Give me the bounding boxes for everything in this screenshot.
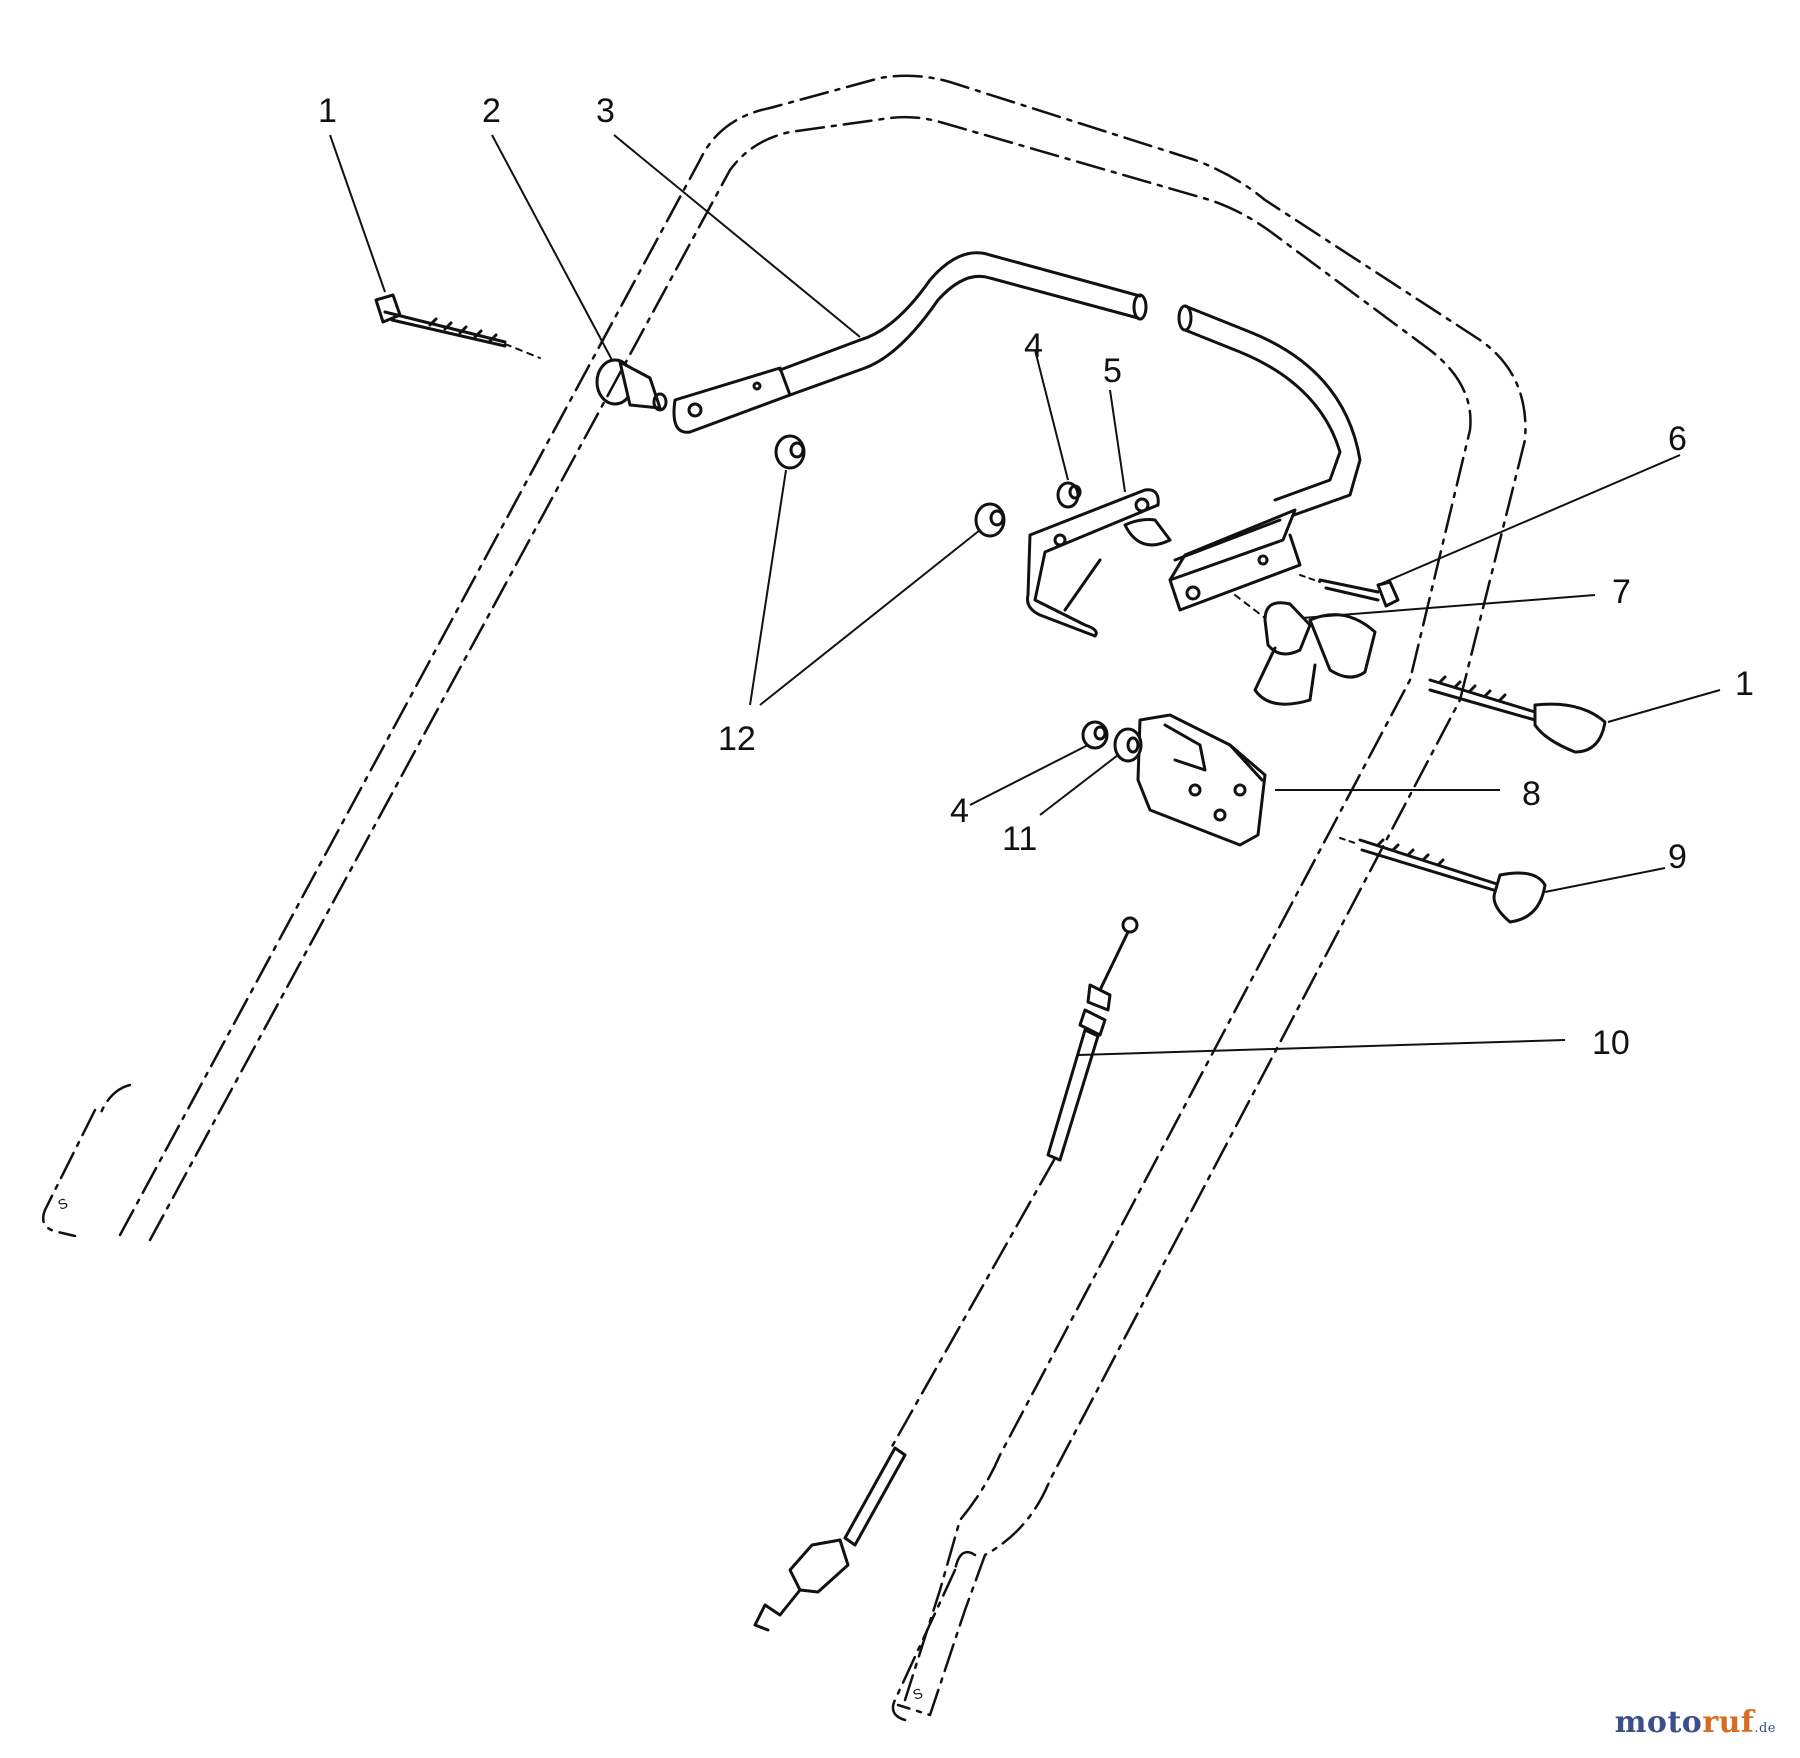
callout-7: 7: [1612, 573, 1631, 611]
callout-11: 11: [1002, 820, 1037, 858]
watermark-part1: moto: [1614, 1705, 1703, 1740]
callout-6: 6: [1668, 420, 1687, 458]
watermark-logo: motoruf.de: [1615, 1705, 1776, 1740]
part-4-nut-lower: [1081, 720, 1109, 750]
svg-text:S: S: [56, 1195, 70, 1213]
watermark-part2: ruf: [1702, 1705, 1755, 1740]
callout-1-left: 1: [318, 92, 337, 130]
part-6-screw: [1299, 574, 1400, 608]
part-7-pivot: [1234, 594, 1377, 706]
svg-text:S: S: [911, 1685, 925, 1703]
part-12-nut-left: [774, 434, 806, 470]
callout-8: 8: [1522, 775, 1541, 813]
callout-1-right: 1: [1735, 665, 1754, 703]
leader-lines: [329, 134, 1721, 1056]
callout-2: 2: [482, 92, 501, 130]
part-4-nut-upper: [1056, 481, 1082, 509]
part-8-latch: [1136, 713, 1267, 847]
callout-3: 3: [596, 92, 615, 130]
part-3-shift-bail: [672, 251, 1362, 612]
part-1-bolt-right: [1428, 675, 1607, 754]
callout-5: 5: [1103, 352, 1122, 390]
callout-12: 12: [718, 720, 756, 758]
part-5-bracket: [1026, 488, 1172, 638]
callout-4-upper: 4: [1024, 327, 1043, 365]
part-10-cable: [753, 916, 1139, 1632]
handle-frame: [41, 74, 1527, 1722]
callout-9: 9: [1668, 838, 1687, 876]
watermark-part3: .de: [1754, 1721, 1776, 1736]
part-12-nut-right: [974, 502, 1006, 538]
part-1-bolt-left: [374, 293, 541, 359]
part-9-bolt: [1339, 837, 1547, 924]
part-11-washer: [1113, 727, 1143, 763]
callout-4-lower: 4: [950, 792, 969, 830]
callout-10: 10: [1592, 1024, 1630, 1062]
part-2-bushing: [595, 358, 668, 412]
